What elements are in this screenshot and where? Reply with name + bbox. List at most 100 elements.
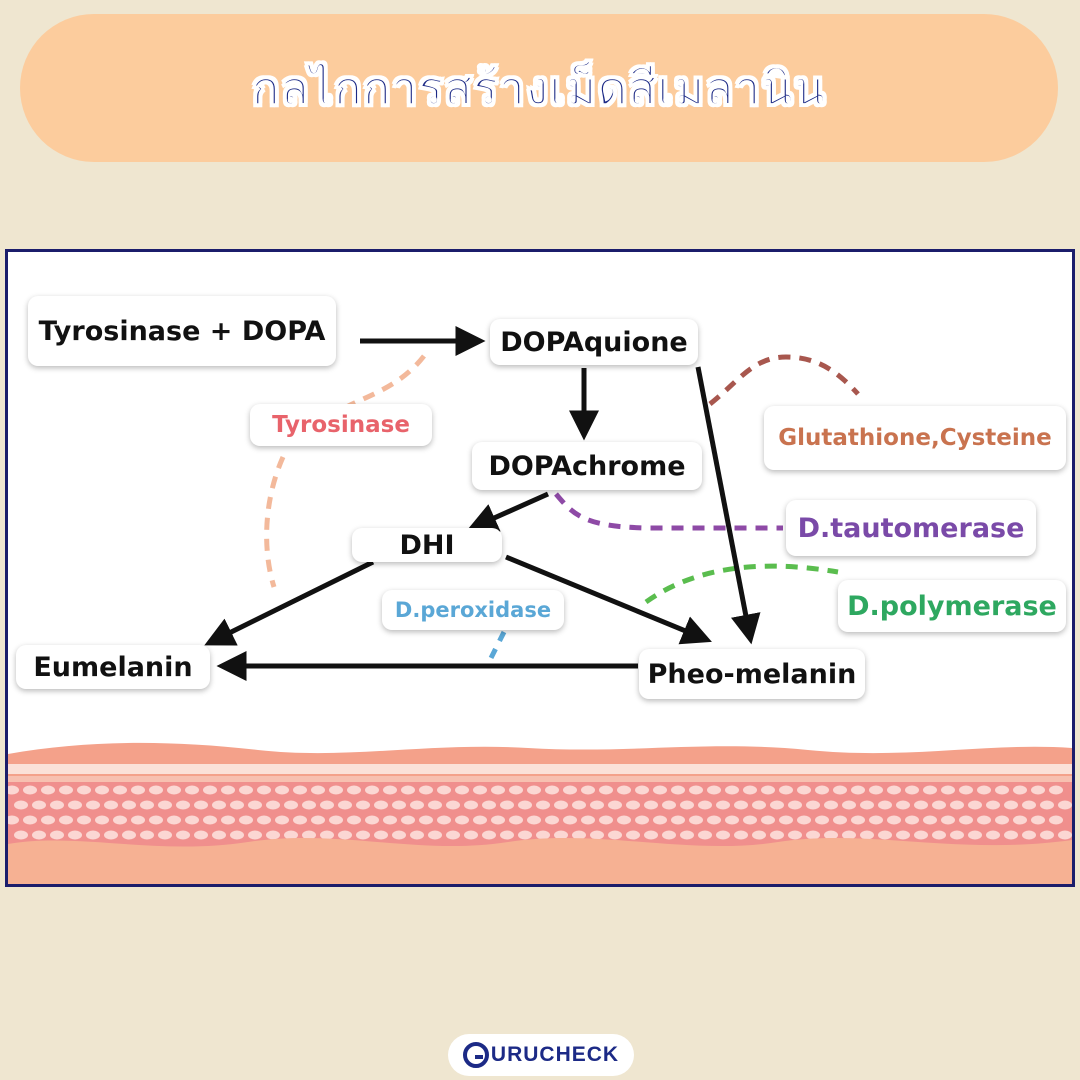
skin-cell: [257, 785, 271, 795]
skin-cell: [113, 785, 127, 795]
skin-cell: [491, 785, 505, 795]
skin-cell: [329, 785, 343, 795]
enzyme-glutathione-cysteine: Glutathione,Cysteine: [764, 406, 1066, 470]
skin-cell: [590, 830, 604, 840]
skin-cell: [428, 800, 442, 810]
skin-cell: [950, 800, 964, 810]
skin-cell: [392, 800, 406, 810]
skin-cell: [8, 785, 19, 795]
skin-cell: [14, 800, 28, 810]
skin-cell: [221, 815, 235, 825]
tautomerase-connector: [554, 492, 783, 531]
skin-cell: [743, 785, 757, 795]
skin-cell: [617, 785, 631, 795]
skin-cell: [1049, 785, 1063, 795]
skin-cell: [689, 785, 703, 795]
skin-cell: [338, 830, 352, 840]
skin-cell: [797, 815, 811, 825]
polymerase-connector: [644, 563, 839, 605]
skin-cell: [518, 830, 532, 840]
skin-cell: [275, 785, 289, 795]
skin-cell: [41, 785, 55, 795]
node-dopaquione: DOPAquione: [490, 319, 698, 365]
skin-cell: [932, 800, 946, 810]
skin-cell: [131, 815, 145, 825]
skin-cell: [716, 830, 730, 840]
skin-cell: [518, 800, 532, 810]
skin-cell: [482, 830, 496, 840]
skin-cell: [689, 815, 703, 825]
logo-text: URUCHECK: [490, 1043, 620, 1066]
skin-cell: [779, 815, 793, 825]
skin-cell: [995, 815, 1009, 825]
skin-cell: [410, 800, 424, 810]
arrow-dopaquione-to-pheomelanin: [695, 366, 761, 645]
skin-cell: [1013, 785, 1027, 795]
skin-cell: [977, 785, 991, 795]
skin-cell: [311, 815, 325, 825]
skin-cell: [1058, 800, 1072, 810]
skin-cell: [824, 830, 838, 840]
skin-cell: [1031, 815, 1045, 825]
skin-cell: [446, 830, 460, 840]
skin-cell: [851, 785, 865, 795]
skin-cell: [860, 830, 874, 840]
skin-cell: [806, 800, 820, 810]
skin-cell: [671, 815, 685, 825]
node-label: Pheo-melanin: [647, 658, 857, 690]
skin-cell: [950, 830, 964, 840]
skin-cell: [401, 815, 415, 825]
skin-cell: [347, 785, 361, 795]
gurucheck-logo: URUCHECK: [448, 1034, 634, 1076]
skin-cell: [68, 800, 82, 810]
skin-cell: [698, 800, 712, 810]
skin-cell: [599, 785, 613, 795]
skin-cell: [464, 800, 478, 810]
skin-cell: [293, 785, 307, 795]
diagram-connectors: [204, 326, 860, 681]
skin-cell: [590, 800, 604, 810]
skin-cell: [869, 815, 883, 825]
skin-cell: [680, 800, 694, 810]
skin-cell: [896, 830, 910, 840]
skin-cell: [1004, 800, 1018, 810]
skin-cell: [149, 815, 163, 825]
skin-cell: [968, 830, 982, 840]
arrow-dopachrome-to-dhi: [467, 491, 550, 532]
skin-cell: [347, 815, 361, 825]
skin-cell: [545, 785, 559, 795]
arrow-dhi-to-pheomelanin: [505, 554, 712, 645]
skin-cell: [365, 815, 379, 825]
skin-cell: [302, 800, 316, 810]
skin-cell: [761, 815, 775, 825]
skin-cell: [158, 800, 172, 810]
skin-cell: [509, 785, 523, 795]
node-dhi: DHI: [352, 528, 502, 562]
skin-cell: [473, 815, 487, 825]
skin-cell: [293, 815, 307, 825]
node-label: DOPAquione: [500, 326, 688, 358]
arrow-dhi-to-eumelanin: [204, 559, 375, 646]
skin-cell: [167, 815, 181, 825]
skin-cell: [1040, 800, 1054, 810]
skin-cell: [284, 800, 298, 810]
skin-cell: [887, 815, 901, 825]
skin-cell: [455, 785, 469, 795]
skin-cell: [860, 800, 874, 810]
skin-cell: [383, 815, 397, 825]
skin-cell: [851, 815, 865, 825]
skin-cell: [599, 815, 613, 825]
skin-cell: [869, 785, 883, 795]
skin-cell: [338, 800, 352, 810]
skin-cell: [635, 785, 649, 795]
skin-cell: [311, 785, 325, 795]
skin-cell: [365, 785, 379, 795]
skin-cell: [878, 800, 892, 810]
skin-cell: [50, 800, 64, 810]
skin-cell: [815, 785, 829, 795]
skin-cell: [959, 815, 973, 825]
skin-cell: [725, 815, 739, 825]
skin-cell: [968, 800, 982, 810]
skin-cell: [1031, 785, 1045, 795]
skin-cell: [320, 800, 334, 810]
